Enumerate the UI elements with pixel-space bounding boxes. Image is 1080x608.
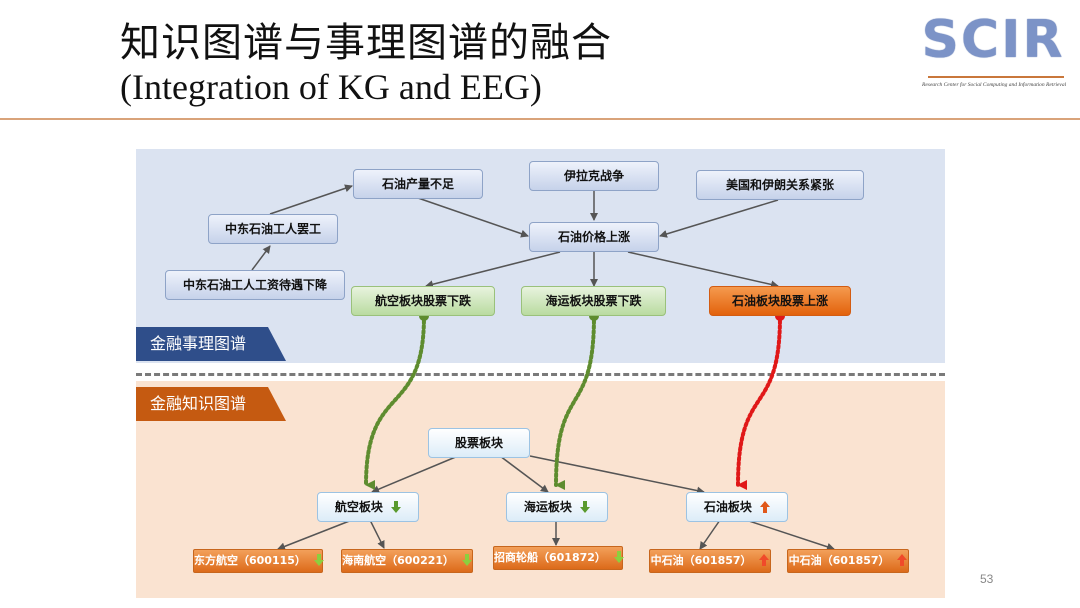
scir-logo: SCIR Research Center for Social Computin…	[918, 10, 1068, 92]
node-label: 石油板块股票上涨	[731, 294, 828, 308]
edge-oil-cnpc-2	[745, 519, 835, 551]
up-arrow-icon	[759, 554, 770, 566]
node-label: 中东石油工人罢工	[224, 222, 321, 236]
node-shipping-sector: 海运板块	[506, 492, 608, 522]
node-label: 石油板块	[703, 500, 752, 514]
node-label: 中东石油工人工资待遇下降	[182, 278, 327, 292]
node-aviation-sector: 航空板块	[317, 492, 419, 522]
up-arrow-icon	[760, 500, 771, 513]
node-oil-shortage: 石油产量不足	[353, 169, 483, 199]
logo-text: SCIR	[921, 10, 1065, 70]
knowledge-graph-tab: 金融知识图谱	[136, 387, 286, 421]
node-me-strike: 中东石油工人罢工	[208, 214, 338, 244]
edge-price-aviation	[425, 251, 561, 289]
stock-hainan: 海南航空（600221）	[341, 549, 473, 573]
node-us-iran: 美国和伊朗关系紧张	[696, 170, 864, 200]
node-label: 海运板块	[523, 500, 572, 514]
node-oil-sector: 石油板块	[686, 492, 788, 522]
link-oil	[736, 314, 782, 491]
edge-usiran-price	[659, 199, 779, 238]
node-oil-up: 石油板块股票上涨	[709, 286, 851, 316]
stock-cnpc-2: 中石油（601857）	[787, 549, 909, 573]
stock-zhaoshang: 招商轮船（601872）	[493, 546, 624, 570]
edge-sector-oil	[529, 455, 705, 495]
stock-label: 东方航空（600115）	[194, 554, 306, 567]
edge-price-oil	[627, 251, 779, 289]
node-label: 伊拉克战争	[563, 169, 624, 183]
node-stock-sector: 股票板块	[428, 428, 530, 458]
node-shipping-down: 海运板块股票下跌	[521, 286, 666, 316]
edge-aviation-dongfang	[277, 519, 353, 551]
node-label: 航空板块	[334, 500, 383, 514]
stock-label: 招商轮船（601872）	[494, 551, 606, 564]
logo-rule	[928, 76, 1064, 78]
edge-sector-aviation	[371, 455, 459, 493]
stock-label: 中石油（601857）	[788, 554, 890, 567]
logo-subtitle: Research Center for Social Computing and…	[922, 82, 1067, 88]
node-oil-price-up: 石油价格上涨	[529, 222, 659, 252]
node-label: 石油价格上涨	[557, 230, 630, 244]
node-aviation-down: 航空板块股票下跌	[351, 286, 495, 316]
stock-cnpc-1: 中石油（601857）	[649, 549, 771, 573]
node-label: 航空板块股票下跌	[374, 294, 471, 308]
stock-label: 海南航空（600221）	[342, 554, 455, 567]
up-arrow-icon	[897, 554, 908, 566]
edge-oil-cnpc-1	[699, 519, 721, 550]
stock-dongfang: 东方航空（600115）	[193, 549, 324, 573]
event-graph-tab: 金融事理图谱	[136, 327, 286, 361]
down-arrow-icon	[613, 551, 624, 563]
stock-label: 中石油（601857）	[650, 554, 752, 567]
header-divider	[0, 118, 1080, 120]
node-label: 石油产量不足	[381, 177, 454, 191]
down-arrow-icon	[391, 500, 402, 513]
link-shipping	[554, 314, 596, 491]
edge-aviation-hainan	[369, 519, 385, 549]
node-iraq-war: 伊拉克战争	[529, 161, 659, 191]
link-aviation	[364, 314, 426, 491]
down-arrow-icon	[580, 500, 591, 513]
down-arrow-icon	[461, 554, 472, 566]
node-label: 股票板块	[454, 436, 503, 450]
page-number: 53	[980, 572, 994, 586]
edge-strike-shortage	[269, 184, 353, 215]
node-me-pay-cut: 中东石油工人工资待遇下降	[165, 270, 345, 300]
edge-sector-shipping	[499, 455, 549, 493]
node-label: 海运板块股票下跌	[545, 294, 642, 308]
down-arrow-icon	[313, 554, 324, 566]
edge-shortage-price	[417, 197, 529, 238]
slide-title: 知识图谱与事理图谱的融合	[120, 20, 612, 66]
panel-divider	[136, 373, 945, 376]
node-label: 美国和伊朗关系紧张	[725, 178, 834, 192]
slide-subtitle: (Integration of KG and EEG)	[120, 67, 542, 107]
edge-paycut-strike	[251, 245, 271, 271]
